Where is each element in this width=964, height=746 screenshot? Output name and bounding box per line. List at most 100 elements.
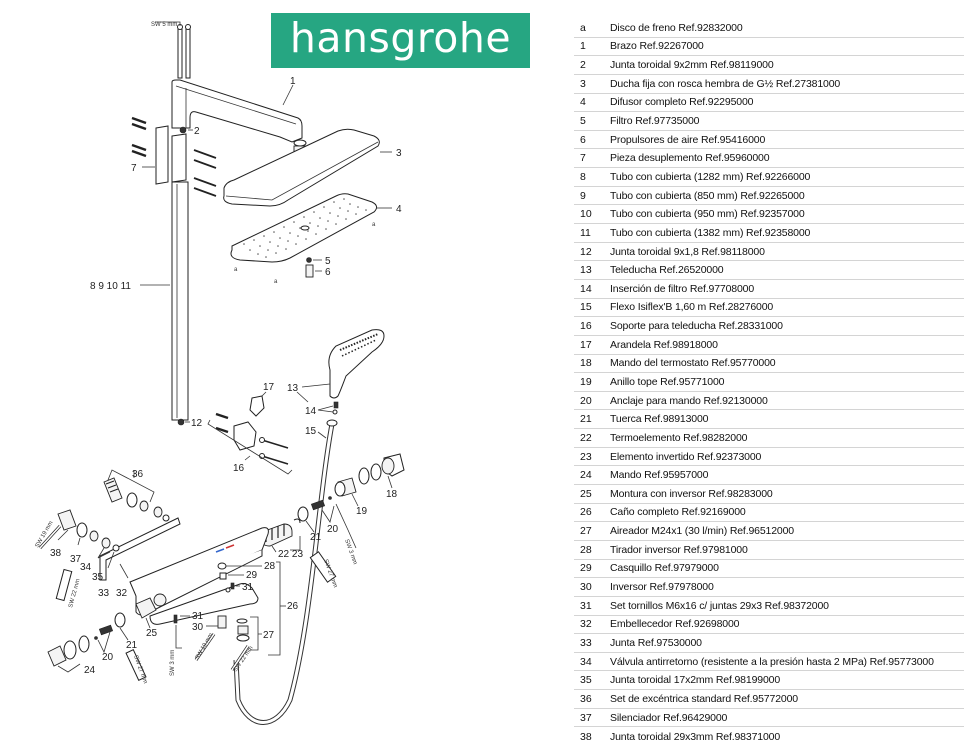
callout-6: 6 [325, 267, 331, 278]
exploded-view-diagram: SW 5 mm 1 2 7 8 9 10 11 12 3 [35, 21, 405, 725]
tool-label-sw22-lower: SW 22 mm [233, 645, 255, 673]
callout-21-right: 21 [310, 532, 322, 543]
top-bolts: SW 5 mm [151, 21, 191, 79]
vertical-tube [171, 181, 189, 426]
tool-label-sw19-lower: SW 19 mm [195, 632, 215, 661]
hansgrohe-logo: hansgrohe [271, 13, 530, 68]
part-description: Arandela Ref.98918000 [610, 338, 718, 351]
part-key: 24 [580, 469, 592, 482]
part-description: Elemento invertido Ref.92373000 [610, 450, 762, 463]
parts-row: 33 Junta Ref.97530000 [574, 634, 964, 653]
part-key: 13 [580, 264, 592, 277]
part-key: 34 [580, 655, 592, 668]
part-key: 38 [580, 730, 592, 743]
callout-15: 15 [305, 426, 317, 437]
part-description: Caño completo Ref.92169000 [610, 506, 746, 519]
callout-37: 37 [70, 554, 82, 565]
part-description: Difusor completo Ref.92295000 [610, 96, 754, 109]
part-key: 37 [580, 711, 592, 724]
left-connection-parts [57, 469, 170, 552]
part-description: Válvula antirretorno (resistente a la pr… [610, 655, 934, 668]
part-key: 3 [580, 77, 586, 90]
part-key: 29 [580, 562, 592, 575]
callout-5: 5 [325, 256, 331, 267]
part-description: Tubo con cubierta (850 mm) Ref.92265000 [610, 189, 805, 202]
part-key: 14 [580, 282, 592, 295]
parts-row: 11 Tubo con cubierta (1382 mm) Ref.923580… [574, 224, 964, 243]
part-key: 4 [580, 96, 586, 109]
callout-18: 18 [386, 489, 398, 500]
callout-3: 3 [396, 148, 402, 159]
callout-38: 38 [50, 548, 62, 559]
parts-row: 34 Válvula antirretorno (resistente a la … [574, 653, 964, 672]
part-key: 11 [580, 226, 591, 239]
callout-a-1: a [234, 267, 238, 273]
part-description: Junta Ref.97530000 [610, 636, 702, 649]
part-key: 32 [580, 618, 592, 631]
part-key: 23 [580, 450, 592, 463]
part-description: Anillo tope Ref.95771000 [610, 375, 725, 388]
callout-20-right: 20 [327, 524, 339, 535]
part-key: 15 [580, 301, 592, 314]
part-key: 22 [580, 431, 592, 444]
callout-27: 27 [263, 630, 275, 641]
callout-33: 33 [98, 588, 110, 599]
part-key: 10 [580, 208, 592, 221]
hand-shower [328, 329, 385, 399]
parts-row: 23 Elemento invertido Ref.92373000 [574, 448, 964, 467]
part-key: 17 [580, 338, 592, 351]
callout-31-body: 31 [242, 582, 254, 593]
callout-12: 12 [191, 418, 203, 429]
callout-19: 19 [356, 506, 368, 517]
callout-21-left: 21 [126, 640, 138, 651]
parts-row: 17 Arandela Ref.98918000 [574, 336, 964, 355]
part-key: 16 [580, 320, 592, 333]
part-key: 36 [580, 692, 592, 705]
part-key: a [580, 21, 586, 34]
parts-row: 9 Tubo con cubierta (850 mm) Ref.92265000 [574, 187, 964, 206]
callout-30: 30 [192, 622, 204, 633]
part-description: Junta toroidal 29x3mm Ref.98371000 [610, 730, 781, 743]
parts-row: 24 Mando Ref.95957000 [574, 466, 964, 486]
brand-name: hansgrohe [289, 14, 512, 62]
shower-holder [207, 395, 293, 475]
tool-label-sw3-right: SW 3 mm [343, 539, 358, 566]
part-description: Tubo con cubierta (1382 mm) Ref.92358000 [610, 226, 811, 239]
overhead-shower [223, 128, 380, 207]
callout-20-left: 20 [102, 652, 114, 663]
part-key: 33 [580, 636, 592, 649]
callout-a-2: a [274, 279, 278, 285]
part-description: Brazo Ref.92267000 [610, 40, 704, 53]
part-key: 2 [580, 59, 586, 72]
callout-34: 34 [80, 562, 92, 573]
part-description: Termoelemento Ref.98282000 [610, 431, 748, 444]
part-description: Filtro Ref.97735000 [610, 115, 700, 128]
part-description: Embellecedor Ref.92698000 [610, 618, 740, 631]
callout-36: 36 [132, 469, 144, 480]
part-key: 25 [580, 487, 592, 500]
callout-29: 29 [246, 570, 258, 581]
part-description: Mando Ref.95957000 [610, 469, 709, 482]
part-description: Junta toroidal 17x2mm Ref.98199000 [610, 674, 781, 687]
part-key: 9 [580, 189, 586, 202]
part-key: 21 [580, 413, 592, 426]
parts-row: 4 Difusor completo Ref.92295000 [574, 94, 964, 113]
part-description: Propulsores de aire Ref.95416000 [610, 133, 766, 146]
